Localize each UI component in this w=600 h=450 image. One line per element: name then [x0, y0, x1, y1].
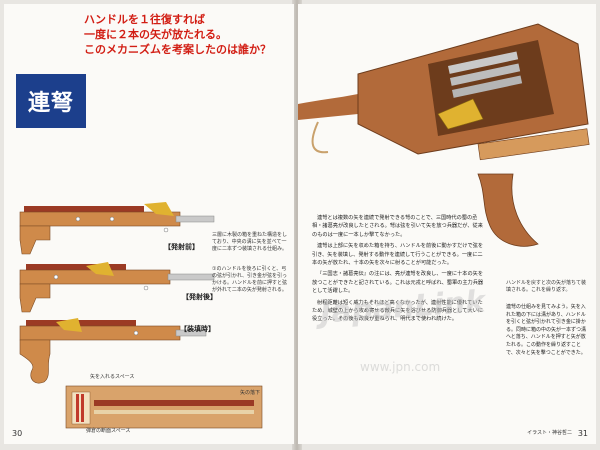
- body-paragraph-1: 連弩とは複数の矢を連続で発射できる弩のことで、三国時代の蜀の丞相・諸葛亮が改良し…: [312, 215, 483, 238]
- title-block: 連弩: [16, 74, 86, 128]
- label-arrow-drop: 矢の落下: [240, 390, 261, 396]
- watermark-url: www.jpn.com: [360, 360, 441, 374]
- label-after-fire: 【発射後】: [182, 293, 217, 301]
- headline-line-2: 一度に２本の矢が放たれる。: [84, 28, 227, 41]
- illustration-credit: イラスト・神谷哲二: [527, 430, 572, 436]
- label-arrow-space: 矢を入れるスペース: [90, 374, 135, 380]
- body-paragraph-4: 射程距離は短く威力もそれほど高くなかったが、連射性能に優れていたため、城壁の上か…: [312, 299, 484, 323]
- label-cutaway: 弾倉の断面スペース: [86, 428, 131, 434]
- diagram-before-fire: [19, 202, 215, 255]
- label-loading: 【装填時】: [180, 325, 215, 333]
- note-3: ハンドルを戻すと次の矢が落ちて装填される。これを繰り返す。: [506, 280, 587, 293]
- crossbow-illustration: [298, 23, 590, 247]
- body-text: 連弩とは複数の矢を連続で発射できる弩のことで、三国時代の蜀の丞相・諸葛亮が改良し…: [312, 214, 487, 327]
- left-page: ハンドルを１往復すれば 一度に２本の矢が放たれる。 このメカニズムを考案したのは…: [4, 4, 294, 444]
- headline: ハンドルを１往復すれば 一度に２本の矢が放たれる。 このメカニズムを考案したのは…: [84, 12, 284, 57]
- page-number-right: 31: [577, 429, 588, 438]
- body-paragraph-2: 連弩は上部に矢を収めた箱を持ち、ハンドルを前後に動かすだけで弦を引き、矢を装填し…: [312, 243, 484, 267]
- page-number-left: 30: [12, 429, 23, 438]
- note-2: ①のハンドルを後ろに引くと、弓の弦が引かれ、引き金が弦を引っかける。ハンドルを前…: [212, 266, 288, 293]
- side-text: 連弩の仕組みを見てみよう。矢を入れた箱の下には溝があり、ハンドルを引くと弦が引か…: [506, 304, 587, 356]
- label-before-fire: 【発射前】: [164, 243, 199, 251]
- article-title: 連弩: [27, 91, 74, 116]
- diagram-after-fire: [19, 262, 215, 313]
- page-gutter: [292, 0, 302, 450]
- body-paragraph-3: 『三国志・諸葛亮伝』の注には、亮が連弩を改良し、一度に十本の矢を放つことができた…: [312, 271, 484, 295]
- headline-line-3: このメカニズムを考案したのは誰か？: [84, 43, 271, 56]
- diagram-cutaway: [65, 385, 263, 429]
- note-1: 三層に木製の箱を重ねた構造をしており、中央の溝に矢を並べて一度に二本ずつ装填され…: [212, 232, 288, 252]
- right-page: 連弩とは複数の矢を連続で発射できる弩のことで、三国時代の蜀の丞相・諸葛亮が改良し…: [298, 4, 596, 444]
- diagram-loading: [19, 318, 207, 384]
- headline-line-1: ハンドルを１往復すれば: [84, 13, 205, 26]
